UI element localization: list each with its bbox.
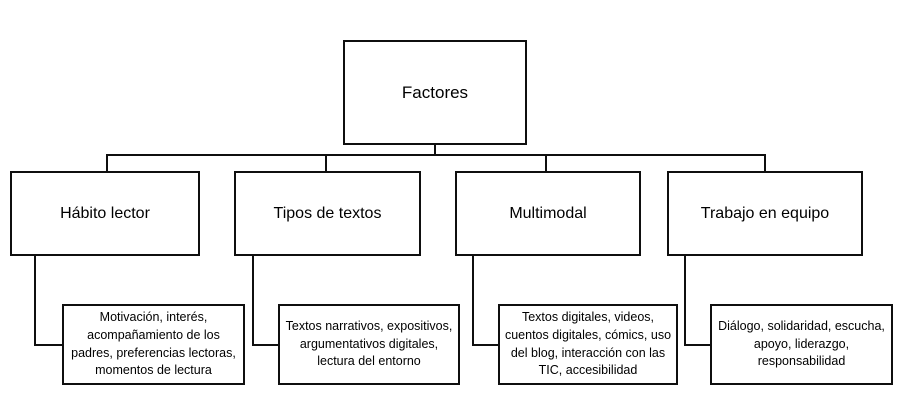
node-detail-habito-lector-label: Motivación, interés, acompañamiento de l… bbox=[71, 310, 236, 378]
node-detail-habito-lector[interactable]: Motivación, interés, acompañamiento de l… bbox=[62, 304, 245, 385]
node-category-trabajo-en-equipo[interactable]: Trabajo en equipo bbox=[667, 171, 863, 256]
edge-bus-drop-habito-lector bbox=[106, 154, 108, 172]
node-detail-multimodal[interactable]: Textos digitales, videos, cuentos digita… bbox=[498, 304, 678, 385]
edge-elbow-h-habito-lector bbox=[34, 344, 64, 346]
edge-elbow-v-trabajo-en-equipo bbox=[684, 254, 686, 346]
node-category-multimodal[interactable]: Multimodal bbox=[455, 171, 641, 256]
node-detail-multimodal-label: Textos digitales, videos, cuentos digita… bbox=[504, 310, 672, 378]
edge-bus-drop-multimodal bbox=[545, 154, 547, 172]
edge-bus-drop-trabajo-en-equipo bbox=[764, 154, 766, 172]
node-category-tipos-de-textos-label: Tipos de textos bbox=[273, 204, 382, 222]
edge-elbow-h-trabajo-en-equipo bbox=[684, 344, 712, 346]
edge-elbow-v-multimodal bbox=[472, 254, 474, 346]
edge-elbow-h-multimodal bbox=[472, 344, 500, 346]
node-detail-tipos-de-textos[interactable]: Textos narrativos, expositivos, argument… bbox=[278, 304, 460, 385]
edge-distribution-bus bbox=[106, 154, 766, 156]
node-detail-trabajo-en-equipo-label: Diálogo, solidaridad, escucha, apoyo, li… bbox=[718, 318, 885, 369]
edge-bus-drop-tipos-de-textos bbox=[325, 154, 327, 172]
node-category-trabajo-en-equipo-label: Trabajo en equipo bbox=[700, 204, 830, 222]
node-category-habito-lector-label: Hábito lector bbox=[60, 204, 150, 222]
node-detail-trabajo-en-equipo[interactable]: Diálogo, solidaridad, escucha, apoyo, li… bbox=[710, 304, 893, 385]
node-root-factores[interactable]: Factores bbox=[343, 40, 527, 145]
edge-root-stem bbox=[434, 145, 436, 155]
node-category-habito-lector[interactable]: Hábito lector bbox=[10, 171, 200, 256]
node-root-factores-label: Factores bbox=[401, 82, 469, 102]
edge-elbow-v-tipos-de-textos bbox=[252, 254, 254, 346]
node-category-multimodal-label: Multimodal bbox=[509, 204, 587, 222]
node-detail-tipos-de-textos-label: Textos narrativos, expositivos, argument… bbox=[285, 318, 453, 369]
node-category-tipos-de-textos[interactable]: Tipos de textos bbox=[234, 171, 421, 256]
edge-elbow-v-habito-lector bbox=[34, 254, 36, 346]
edge-elbow-h-tipos-de-textos bbox=[252, 344, 280, 346]
